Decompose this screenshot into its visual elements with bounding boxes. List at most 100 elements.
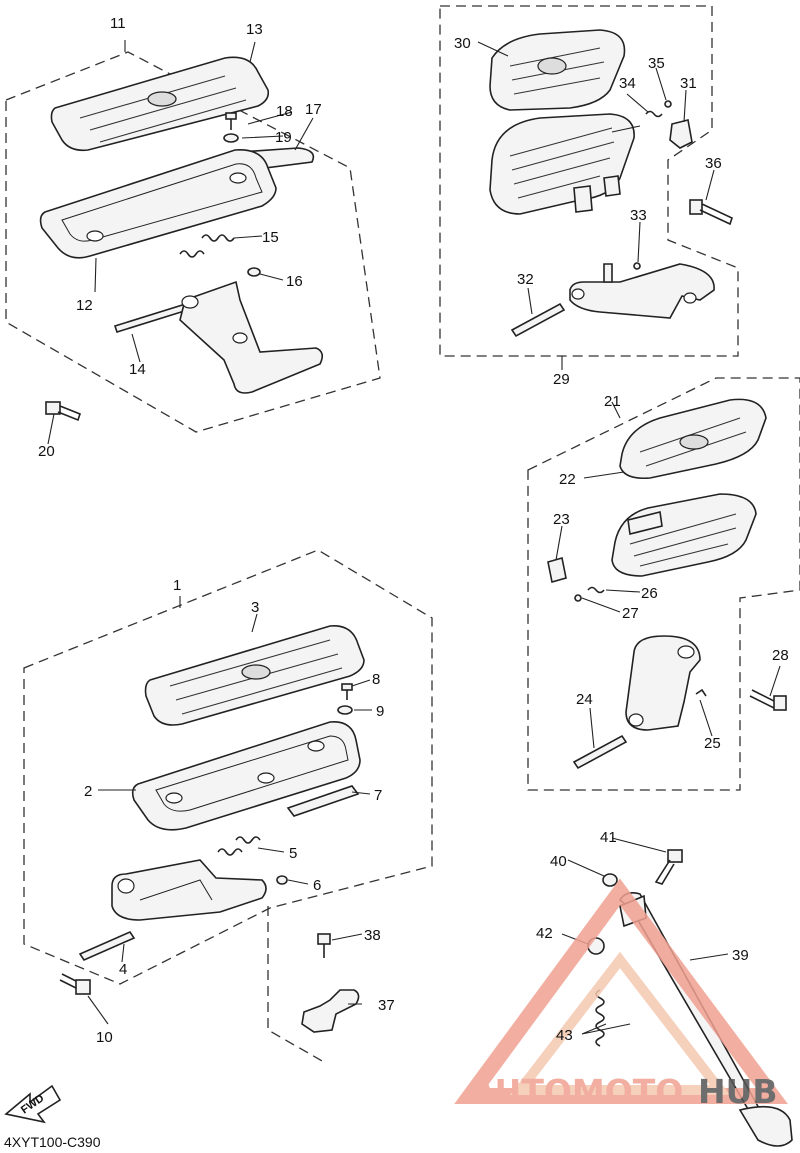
bolt-36: [689, 199, 733, 226]
bracket-37: [301, 989, 360, 1033]
spring-15b: [179, 250, 205, 258]
drawing-code: 4XYT100-C390: [4, 1134, 101, 1150]
callout-8: 8: [372, 671, 380, 688]
callout-25: 25: [704, 735, 721, 752]
callout-24: 24: [576, 691, 593, 708]
pin-4: [78, 930, 136, 962]
assembly-21-group: [527, 377, 800, 791]
assembly-21-boundary: [527, 377, 800, 791]
bar-7: [286, 785, 360, 817]
callout-38: 38: [364, 927, 381, 944]
assembly-37-leader-boundary: [267, 906, 325, 1063]
callout-4: 4: [119, 961, 127, 978]
callout-5: 5: [289, 845, 297, 862]
callout-16: 16: [286, 273, 303, 290]
watermark-triangle-inner: [509, 951, 731, 1095]
callout-22: 22: [559, 471, 576, 488]
watermark-text-hub: HUB: [698, 1072, 778, 1111]
callout-30: 30: [454, 35, 471, 52]
pin-34: [645, 110, 663, 118]
ball-35: [664, 100, 672, 108]
pin-32: [510, 302, 566, 338]
callout-numbers: 1 2 3 4 5 6 7 8 9 10 11 12 13 14 15 16 1…: [38, 15, 789, 1046]
plate-31: [669, 119, 693, 149]
callout-15: 15: [262, 229, 279, 246]
callout-1: 1: [173, 577, 181, 594]
callout-33: 33: [630, 207, 647, 224]
callout-28: 28: [772, 647, 789, 664]
callout-2: 2: [84, 783, 92, 800]
callout-27: 27: [622, 605, 639, 622]
callout-36: 36: [705, 155, 722, 172]
callout-37: 37: [378, 997, 395, 1014]
callout-21: 21: [604, 393, 621, 410]
callout-12: 12: [76, 297, 93, 314]
spring-15: [201, 234, 235, 242]
callout-31: 31: [680, 75, 697, 92]
nut-40: [602, 873, 618, 887]
bracket-29: [569, 263, 715, 319]
callout-7: 7: [374, 787, 382, 804]
pin-16: [247, 267, 261, 277]
bolt-10: [59, 973, 91, 995]
watermark-triangle-outer: [454, 878, 788, 1104]
stand-39-foot: [738, 1105, 793, 1147]
bracket-1: [111, 859, 267, 921]
callout-41: 41: [600, 829, 617, 846]
callout-35: 35: [648, 55, 665, 72]
bracket-21: [625, 635, 701, 731]
callout-6: 6: [313, 877, 321, 894]
washer-19: [223, 133, 239, 143]
assembly-11-group: [5, 40, 381, 445]
bolt-28: [749, 689, 787, 711]
assembly-1-boundary: [23, 549, 433, 985]
frame-12: [39, 149, 277, 259]
callout-14: 14: [129, 361, 146, 378]
footboard-pad-22: [619, 398, 767, 480]
footboard-body-29: [489, 113, 635, 215]
callout-23: 23: [553, 511, 570, 528]
ball-33: [633, 262, 641, 270]
callout-26: 26: [641, 585, 658, 602]
callout-42: 42: [536, 925, 553, 942]
assembly-29-group: [439, 5, 739, 370]
parts-37-38-group: [267, 906, 363, 1063]
callout-9: 9: [376, 703, 384, 720]
bracket-arm-11: [179, 280, 324, 394]
spring-5: [235, 836, 261, 844]
footboard-pad-3: [144, 625, 365, 726]
footboard-pad-30: [489, 29, 626, 111]
callout-18: 18: [276, 103, 293, 120]
callout-13: 13: [246, 21, 263, 38]
frame-2: [131, 721, 361, 831]
callout-11: 11: [110, 15, 126, 32]
spring-26: [587, 586, 605, 594]
pin-24: [572, 734, 628, 770]
ball-27: [574, 594, 582, 602]
clip-25: [695, 688, 707, 697]
assembly-29-boundary: [439, 5, 739, 357]
pin-6: [276, 875, 288, 885]
footboard-pad-13: [50, 56, 270, 152]
fwd-arrow: FWD: [4, 1084, 62, 1124]
callout-29: 29: [553, 371, 570, 388]
callout-10: 10: [96, 1029, 113, 1046]
watermark-logo: AUTOMOTO HUB: [454, 878, 788, 1111]
callout-43: 43: [556, 1027, 573, 1044]
assembly-11-boundary: [5, 51, 381, 433]
spring-43: [595, 989, 605, 1047]
callout-19: 19: [275, 129, 292, 146]
bolt-41: [654, 849, 683, 885]
callout-3: 3: [251, 599, 259, 616]
watermark-text-main: AUTOMOTO: [470, 1072, 683, 1111]
screw-8: [341, 683, 353, 700]
callout-32: 32: [517, 271, 534, 288]
assembly-1-group: [23, 549, 433, 1025]
bolt-38: [317, 933, 331, 958]
footboard-body-21: [611, 493, 757, 577]
callout-40: 40: [550, 853, 567, 870]
callout-34: 34: [619, 75, 636, 92]
spring-5b: [217, 848, 243, 856]
